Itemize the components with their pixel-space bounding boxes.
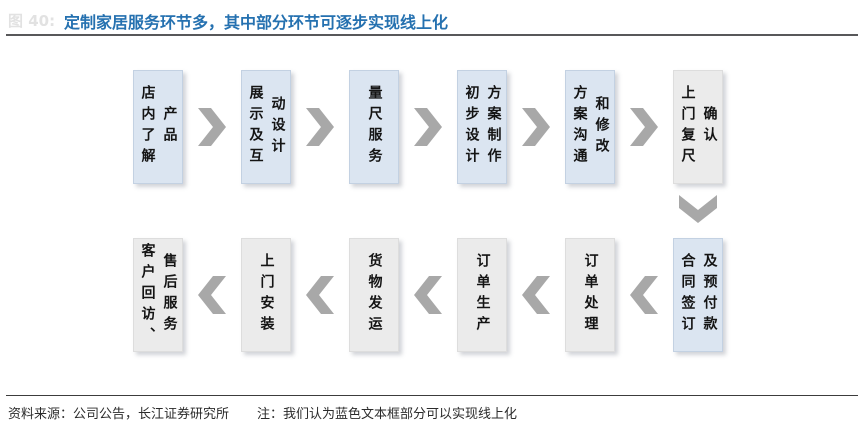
- flow-step-label: 方案制作: [485, 85, 502, 169]
- chevron-right-icon: [306, 108, 334, 146]
- flow-step-goods-shipping: 货物发运: [349, 238, 399, 352]
- flow-arrow: [615, 70, 673, 184]
- flow-step-label: 客户回访、: [139, 242, 156, 348]
- flow-step-measuring-service: 量尺服务: [349, 70, 399, 184]
- flow-arrow: [399, 70, 457, 184]
- chevron-left-icon: [630, 276, 658, 314]
- flow-arrow: [507, 238, 565, 352]
- chevron-left-icon: [414, 276, 442, 314]
- footer-divider: [6, 395, 858, 396]
- flow-step-label: 上门安装: [258, 253, 275, 337]
- flow-step-onsite-remeasure-confirm: 上门复尺确认: [673, 70, 723, 184]
- flow-row-top: 店内了解产品 展示及互动设计 量尺服务 初步设计方案制作 方案沟通和修改 上门复尺确认: [133, 70, 723, 184]
- flow-step-customer-followup-aftersales: 客户回访、售后服务: [133, 238, 183, 352]
- flow-step-order-production: 订单生产: [457, 238, 507, 352]
- flow-step-label: 动设计: [269, 95, 286, 159]
- chevron-right-icon: [414, 108, 442, 146]
- flow-step-contract-signing-prepayment: 合同签订及预付款: [673, 238, 723, 352]
- flow-step-plan-communication-revision: 方案沟通和修改: [565, 70, 615, 184]
- flow-step-label: 量尺服务: [366, 85, 383, 169]
- flow-step-label: 货物发运: [366, 253, 383, 337]
- flow-step-label: 合同签订: [679, 253, 696, 337]
- flow-step-label: 售后服务: [161, 253, 178, 337]
- figure-footer: 资料来源：公司公告，长江证券研究所 注：我们认为蓝色文本框部分可以实现线上化: [8, 403, 517, 422]
- flow-arrow: [291, 70, 349, 184]
- flow-step-label: 订单处理: [582, 253, 599, 337]
- flow-step-label: 产品: [161, 106, 178, 148]
- flow-arrow: [183, 238, 241, 352]
- flow-arrow: [291, 238, 349, 352]
- flow-step-label: 方案沟通: [571, 85, 588, 169]
- flow-step-order-processing: 订单处理: [565, 238, 615, 352]
- chevron-right-icon: [198, 108, 226, 146]
- chevron-left-icon: [198, 276, 226, 314]
- note-text: 注：我们认为蓝色文本框部分可以实现线上化: [257, 407, 518, 422]
- flow-arrow: [183, 70, 241, 184]
- flow-step-display-interactive-design: 展示及互动设计: [241, 70, 291, 184]
- flow-step-label: 展示及互: [247, 85, 264, 169]
- flow-row-bottom: 合同签订及预付款 订单处理 订单生产 货物发运 上门安装 客户回访、售后服务: [133, 238, 723, 352]
- flow-step-onsite-installation: 上门安装: [241, 238, 291, 352]
- flow-step-label: 初步设计: [463, 85, 480, 169]
- flow-arrow: [399, 238, 457, 352]
- flow-step-label: 上门复尺: [679, 85, 696, 169]
- chevron-right-icon: [630, 108, 658, 146]
- chevron-down-icon: [679, 195, 717, 223]
- chevron-left-icon: [522, 276, 550, 314]
- flow-step-label: 确认: [701, 106, 718, 148]
- flow-step-label: 及预付款: [701, 253, 718, 337]
- source-text: 资料来源：公司公告，长江证券研究所: [8, 407, 230, 422]
- flow-arrow: [507, 70, 565, 184]
- figure-number-label: 图 40:: [8, 12, 56, 30]
- flow-step-label: 订单生产: [474, 253, 491, 337]
- flow-arrow: [615, 238, 673, 352]
- figure-title: 定制家居服务环节多，其中部分环节可逐步实现线上化: [64, 13, 449, 32]
- title-divider: [6, 34, 858, 36]
- flow-step-store-product-learning: 店内了解产品: [133, 70, 183, 184]
- chevron-left-icon: [306, 276, 334, 314]
- chevron-right-icon: [522, 108, 550, 146]
- flow-step-label: 和修改: [593, 95, 610, 159]
- flow-step-preliminary-design: 初步设计方案制作: [457, 70, 507, 184]
- flow-step-label: 店内了解: [139, 85, 156, 169]
